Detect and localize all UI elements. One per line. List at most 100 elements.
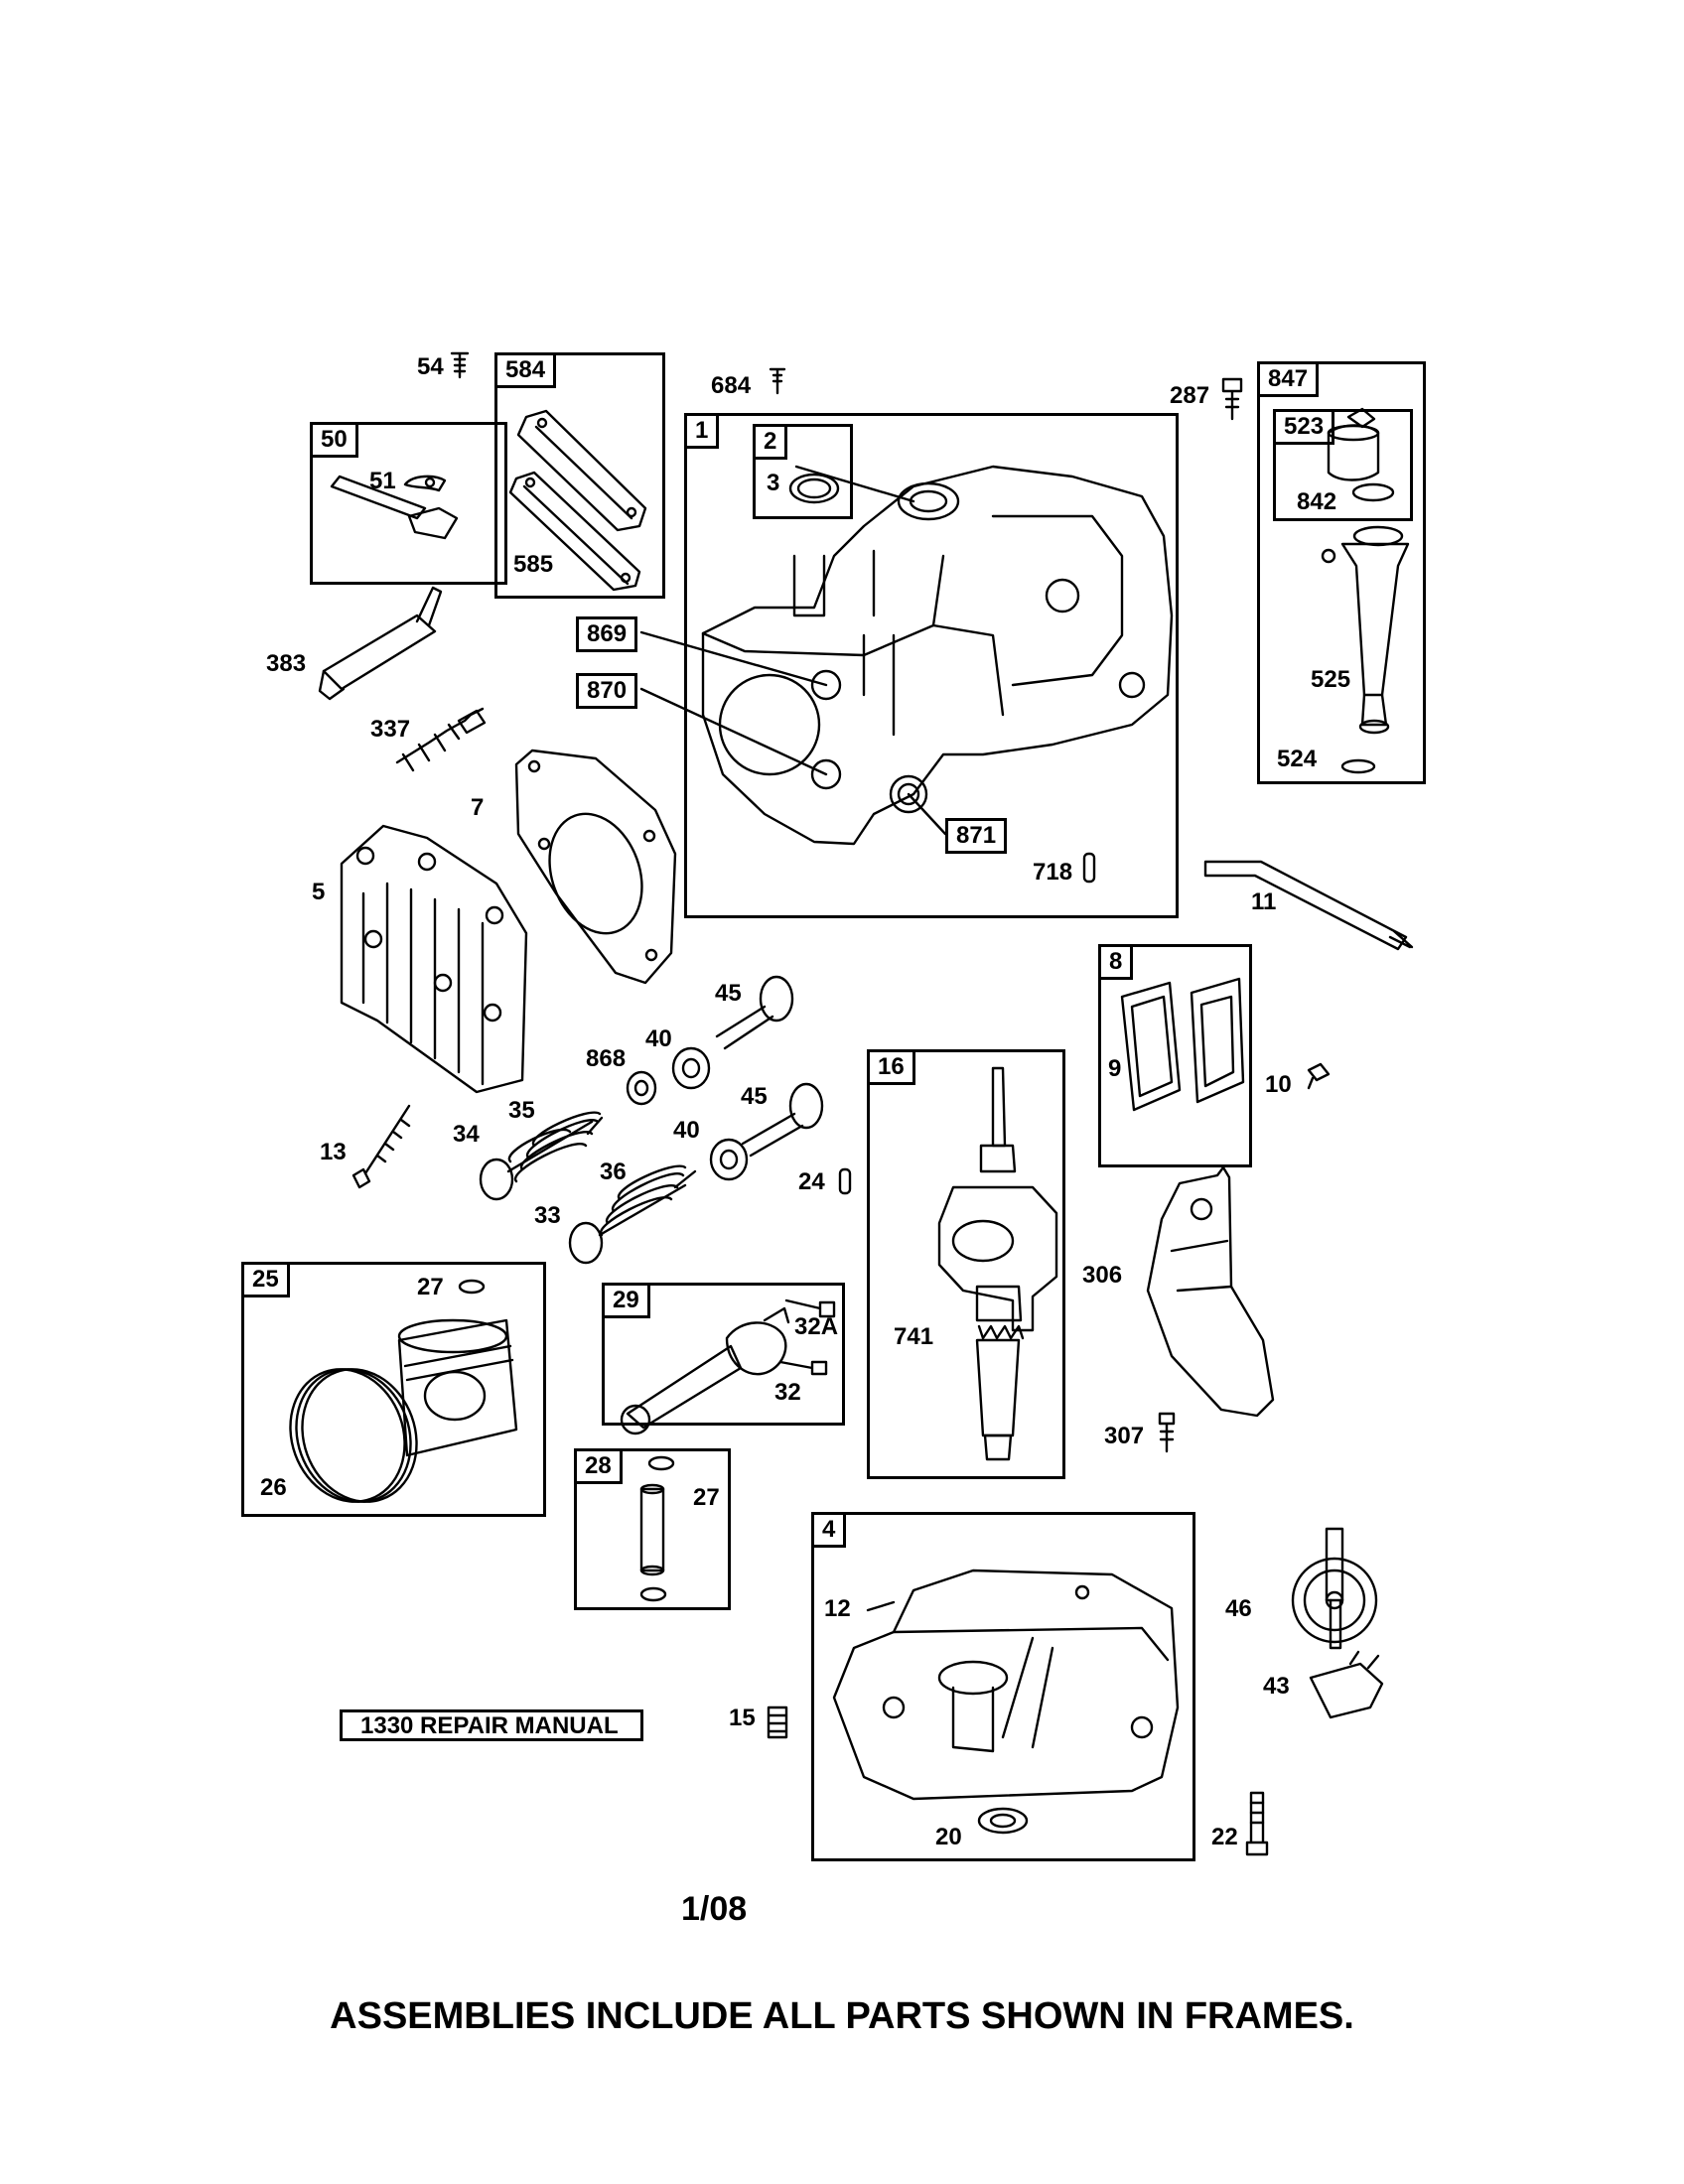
part-13: 13 bbox=[320, 1139, 347, 1165]
frame-29: 29 bbox=[602, 1283, 845, 1426]
frame-25: 25 bbox=[241, 1262, 546, 1517]
frame-label: 523 bbox=[1276, 412, 1335, 445]
part-46: 46 bbox=[1225, 1595, 1252, 1622]
valve-45-bottom bbox=[741, 1082, 824, 1158]
frame-label: 4 bbox=[814, 1515, 847, 1548]
cylinder-block bbox=[701, 465, 1174, 846]
part-383: 383 bbox=[266, 650, 307, 677]
part-7: 7 bbox=[471, 794, 485, 821]
frame-28: 28 bbox=[574, 1448, 731, 1610]
bolt-287 bbox=[1221, 377, 1243, 421]
valve-spring-35 bbox=[507, 1111, 604, 1183]
part-54: 54 bbox=[417, 353, 444, 380]
part-43: 43 bbox=[1263, 1673, 1290, 1700]
head-gasket-7 bbox=[514, 749, 677, 985]
cylinder-head-5 bbox=[340, 824, 528, 1094]
frame-label: 28 bbox=[577, 1451, 623, 1484]
revision-date: 1/08 bbox=[681, 1890, 748, 1928]
screw-10 bbox=[1307, 1062, 1331, 1090]
valve-33 bbox=[568, 1183, 687, 1265]
frame-2: 2 bbox=[753, 424, 853, 519]
part-9: 9 bbox=[1108, 1055, 1122, 1082]
crankshaft-16 bbox=[937, 1066, 1058, 1461]
air-baffle-306 bbox=[1146, 1165, 1275, 1418]
valve-45-top bbox=[715, 975, 794, 1050]
frame-label: 16 bbox=[870, 1052, 915, 1085]
leader-lines bbox=[639, 465, 947, 836]
frame-label: 8 bbox=[1101, 947, 1134, 980]
frame-label: 584 bbox=[497, 355, 557, 388]
pin-718 bbox=[1082, 852, 1096, 884]
frame-847: 847 bbox=[1257, 361, 1426, 784]
part-12: 12 bbox=[824, 1595, 851, 1622]
callout-871: 871 bbox=[945, 818, 1008, 854]
part-868: 868 bbox=[586, 1045, 627, 1072]
frame-label: 50 bbox=[313, 425, 358, 458]
frame-4: 4 bbox=[811, 1512, 1195, 1861]
part-40-top: 40 bbox=[645, 1025, 672, 1052]
gasket-585 bbox=[508, 471, 641, 592]
part-337: 337 bbox=[370, 716, 411, 743]
ignition-armature-383 bbox=[318, 586, 443, 701]
frame-label: 2 bbox=[756, 427, 788, 460]
bolt-13 bbox=[351, 1104, 411, 1189]
piston-pin-28 bbox=[639, 1455, 675, 1602]
part-307: 307 bbox=[1104, 1423, 1145, 1449]
frame-label: 1 bbox=[687, 416, 720, 449]
part-718: 718 bbox=[1033, 859, 1073, 886]
part-287: 287 bbox=[1170, 382, 1210, 409]
part-33: 33 bbox=[534, 1202, 561, 1229]
seal-868 bbox=[626, 1070, 657, 1106]
seal-3 bbox=[788, 473, 840, 504]
pin-24 bbox=[838, 1167, 852, 1195]
part-32a: 32A bbox=[794, 1313, 839, 1340]
footer-note: ASSEMBLIES INCLUDE ALL PARTS SHOWN IN FR… bbox=[330, 1995, 1354, 2037]
frame-8: 8 bbox=[1098, 944, 1252, 1167]
screw-684 bbox=[769, 367, 786, 395]
piston-25 bbox=[397, 1318, 518, 1457]
part-22: 22 bbox=[1211, 1824, 1238, 1850]
valve-34 bbox=[479, 1120, 594, 1201]
callout-870: 870 bbox=[576, 673, 638, 709]
frame-label: 25 bbox=[244, 1265, 290, 1297]
bolt-22 bbox=[1245, 1791, 1269, 1856]
breather-tube-50 bbox=[330, 475, 459, 540]
frame-16: 16 bbox=[867, 1049, 1065, 1479]
part-842: 842 bbox=[1297, 488, 1337, 515]
part-27-pin: 27 bbox=[693, 1484, 720, 1511]
governor-43 bbox=[1309, 1650, 1384, 1719]
part-35: 35 bbox=[508, 1097, 535, 1124]
part-15: 15 bbox=[729, 1705, 756, 1731]
oil-seal-20 bbox=[977, 1807, 1029, 1835]
gasket-584 bbox=[516, 409, 647, 532]
repair-manual-reference: 1330 REPAIR MANUAL bbox=[340, 1709, 643, 1741]
screw-54 bbox=[450, 351, 470, 379]
part-11: 11 bbox=[1251, 888, 1277, 915]
camshaft-gear-46 bbox=[1291, 1527, 1378, 1650]
frame-label: 847 bbox=[1260, 364, 1320, 397]
part-40-bottom: 40 bbox=[673, 1117, 700, 1144]
spark-plug-337 bbox=[395, 707, 487, 772]
frame-1: 1 bbox=[684, 413, 1179, 918]
frame-523: 523 bbox=[1273, 409, 1413, 521]
callout-869: 869 bbox=[576, 616, 638, 652]
leader-12 bbox=[866, 1600, 896, 1612]
frame-50: 50 bbox=[310, 422, 507, 585]
part-3: 3 bbox=[767, 470, 780, 496]
frame-label: 29 bbox=[605, 1286, 650, 1318]
part-5: 5 bbox=[312, 879, 326, 905]
part-45-bottom: 45 bbox=[741, 1083, 768, 1110]
oil-fill-tube-847 bbox=[1321, 407, 1410, 774]
bolt-32 bbox=[778, 1360, 828, 1376]
part-36: 36 bbox=[600, 1159, 627, 1185]
frame-584: 584 bbox=[494, 352, 665, 599]
part-20: 20 bbox=[935, 1824, 962, 1850]
piston-rings-26 bbox=[289, 1368, 418, 1503]
part-684: 684 bbox=[711, 372, 752, 399]
part-27-piston: 27 bbox=[417, 1274, 444, 1300]
part-51: 51 bbox=[369, 468, 396, 494]
breather-cover-8 bbox=[1190, 977, 1245, 1104]
part-45-top: 45 bbox=[715, 980, 742, 1007]
